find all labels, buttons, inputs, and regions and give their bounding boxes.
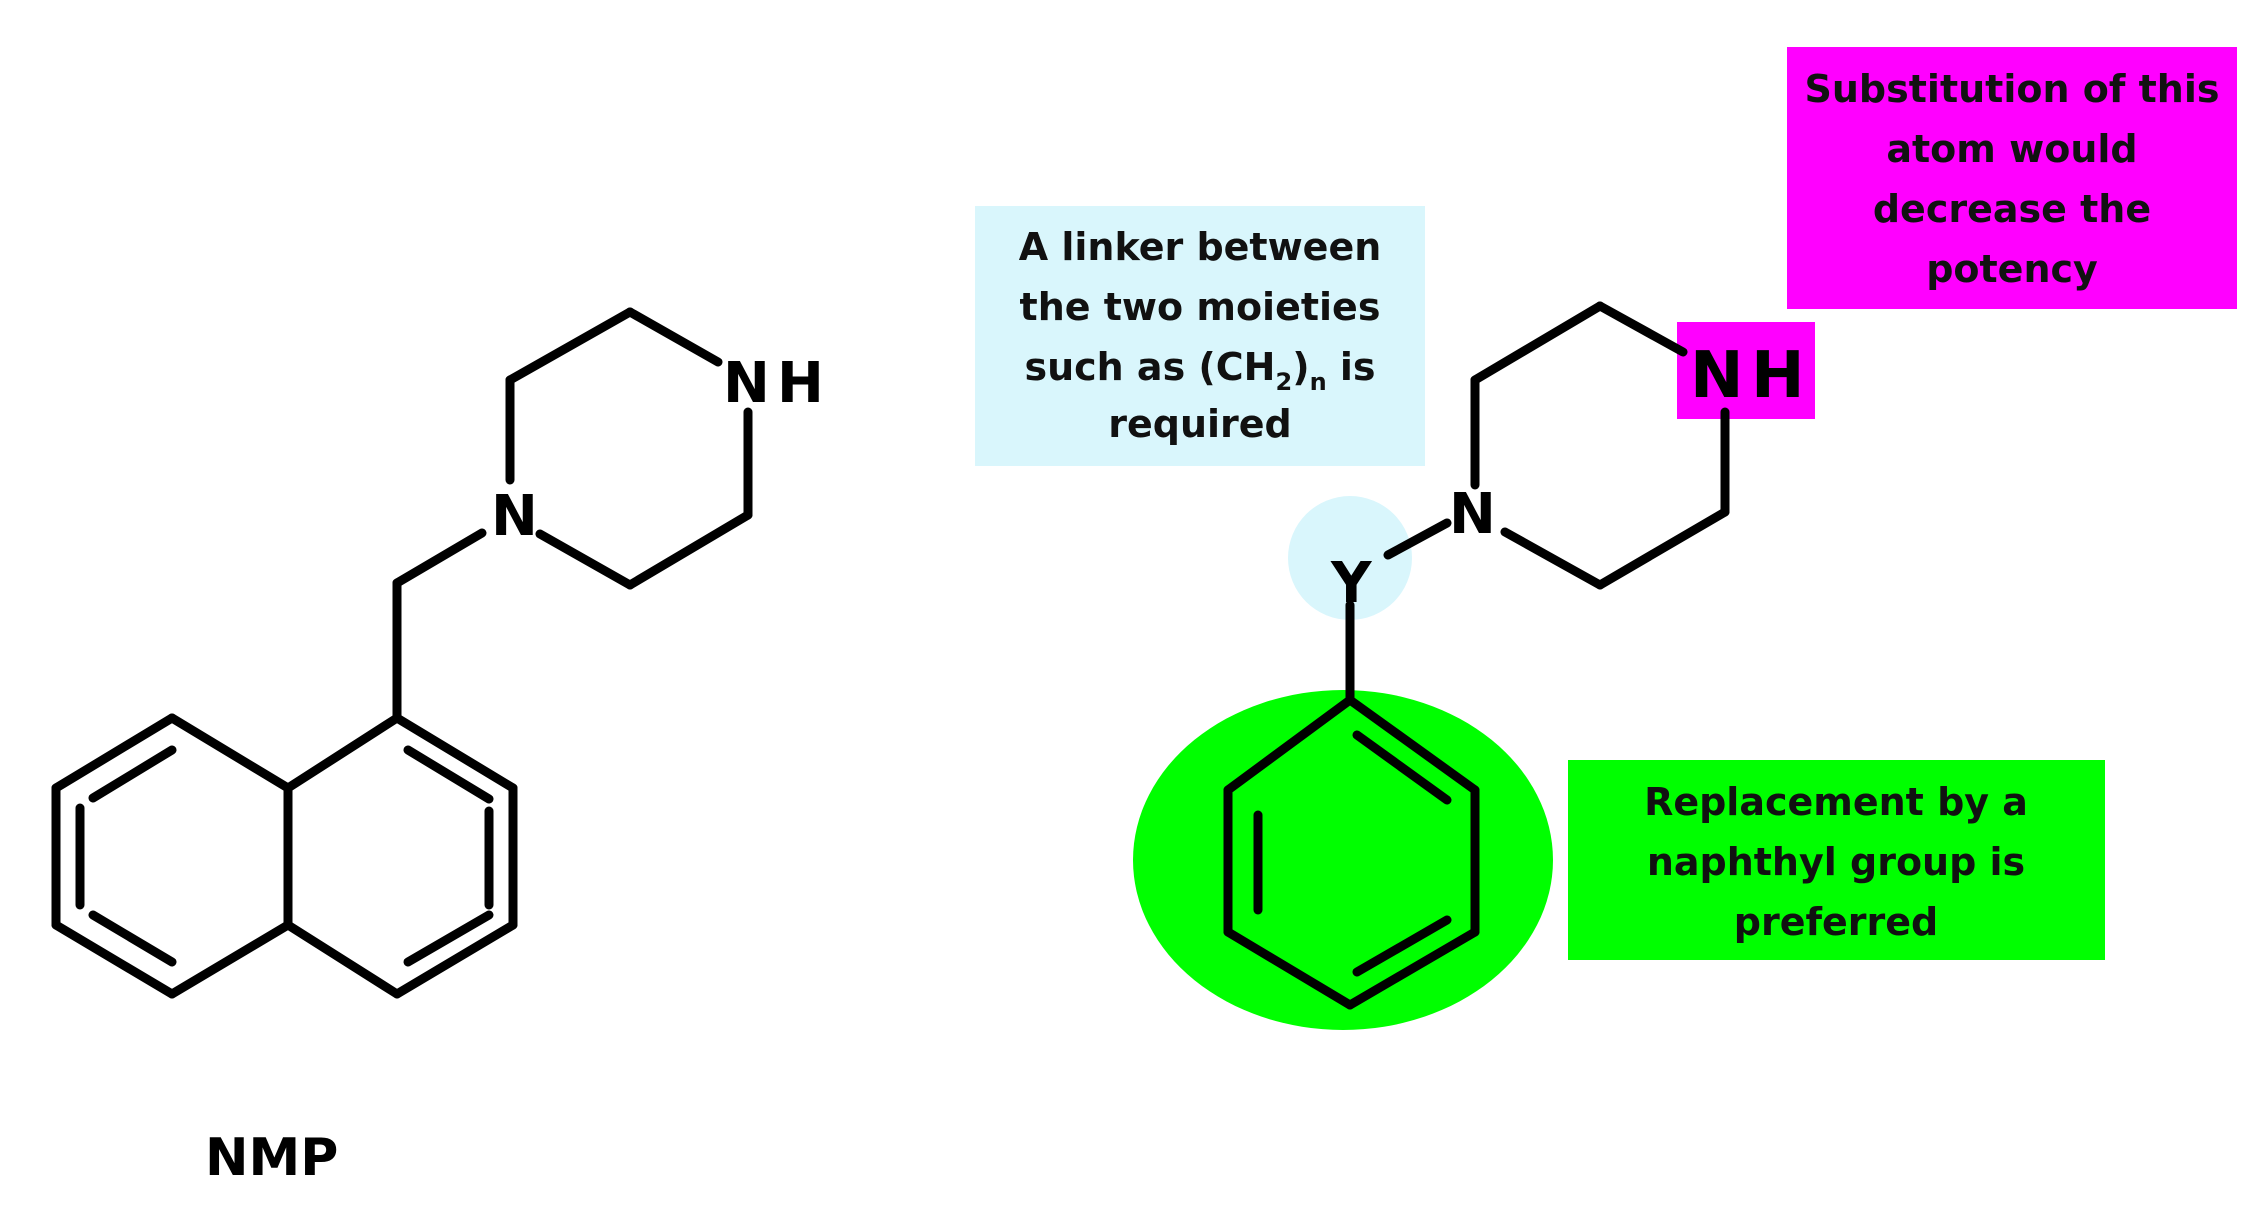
substitution-annotation-line3: decrease the bbox=[1873, 187, 2151, 231]
nh-highlight bbox=[1677, 322, 1815, 419]
substitution-annotation: Substitution of this atom would decrease… bbox=[1787, 47, 2237, 309]
replacement-annotation-line1: Replacement by a bbox=[1644, 780, 2028, 824]
linker-highlight bbox=[1288, 496, 1412, 620]
linker-annotation-line4: required bbox=[1108, 402, 1292, 446]
nmp-piperazine bbox=[505, 307, 753, 590]
nmp-atom-n-amine: N bbox=[723, 351, 770, 416]
substitution-annotation-line2: atom would bbox=[1886, 127, 2137, 171]
substitution-annotation-box bbox=[1787, 47, 2237, 309]
scaffold-structure bbox=[1223, 301, 1730, 1010]
linker-line3-prefix: such as (CH bbox=[1024, 345, 1275, 389]
replacement-annotation: Replacement by a naphthyl group is prefe… bbox=[1568, 760, 2105, 960]
linker-annotation-line2: the two moieties bbox=[1020, 285, 1381, 329]
linker-annotation-box bbox=[975, 206, 1425, 466]
scaffold-atom-n-ring: N bbox=[1449, 482, 1496, 547]
linker-annotation-line1: A linker between bbox=[1019, 225, 1382, 269]
linker-line3-suffix: is bbox=[1327, 345, 1376, 389]
substitution-annotation-line4: potency bbox=[1926, 247, 2098, 291]
mask-left-ring bbox=[495, 290, 765, 610]
phenyl-highlight bbox=[1133, 690, 1553, 1030]
scaffold-atom-n-amine: N bbox=[1690, 339, 1744, 413]
linker-annotation: A linker between the two moieties such a… bbox=[975, 206, 1425, 466]
scaffold-atom-h-amine: H bbox=[1751, 339, 1805, 413]
substitution-annotation-line1: Substitution of this bbox=[1805, 67, 2220, 111]
replacement-annotation-line2: naphthyl group is bbox=[1647, 840, 2025, 884]
nmp-atom-h-amine: H bbox=[777, 351, 824, 416]
nmp-label: NMP bbox=[205, 1128, 338, 1188]
nmp-atom-n-ring: N bbox=[491, 484, 538, 549]
linker-annotation-line3: such as (CH2)n is bbox=[1024, 345, 1375, 396]
replacement-annotation-line3: preferred bbox=[1734, 900, 1938, 944]
scaffold-atom-linker-y: Y bbox=[1330, 551, 1373, 616]
linker-line3-mid: ) bbox=[1292, 345, 1309, 389]
replacement-annotation-box bbox=[1568, 760, 2105, 960]
linker-line3-sub2: n bbox=[1310, 368, 1327, 396]
linker-line3-sub1: 2 bbox=[1275, 368, 1292, 396]
